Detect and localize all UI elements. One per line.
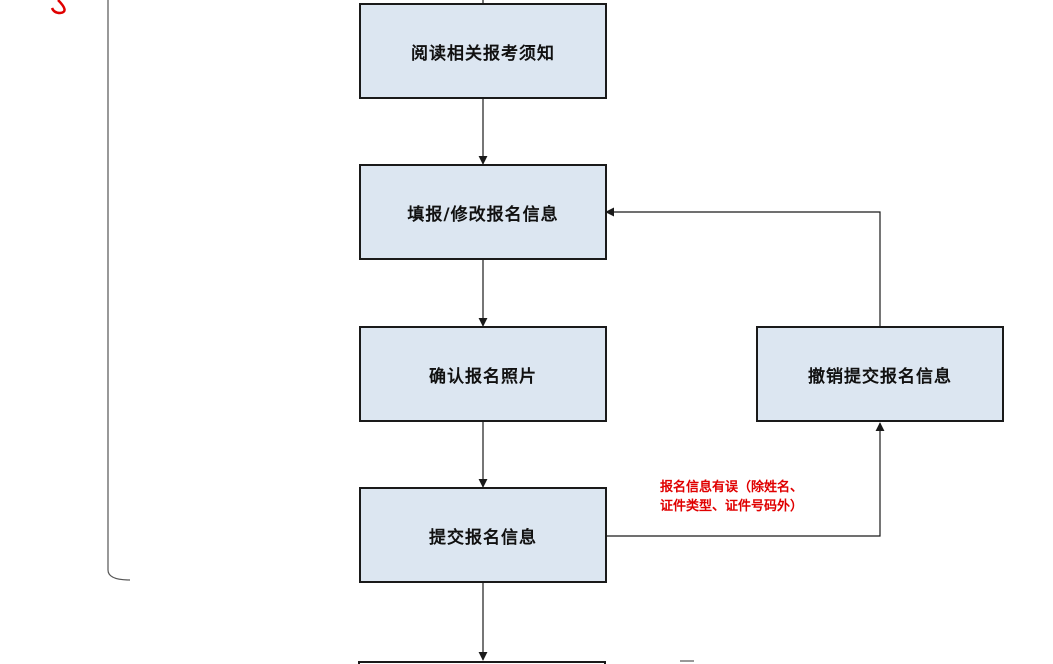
step-revoke-label: 撤销提交报名信息 xyxy=(808,366,952,387)
step-revoke: 撤销提交报名信息 xyxy=(756,326,1004,422)
error-annotation-line2: 证件类型、证件号码外） xyxy=(660,499,804,514)
error-annotation-line1: 报名信息有误（除姓名、 xyxy=(660,480,804,495)
step-fill-modify: 填报/修改报名信息 xyxy=(359,164,607,260)
step-confirm-photo-label: 确认报名照片 xyxy=(429,366,537,387)
left-bracket xyxy=(107,0,131,581)
step-submit-label: 提交报名信息 xyxy=(429,527,537,548)
error-annotation: 报名信息有误（除姓名、 证件类型、证件号码外） xyxy=(660,478,803,516)
arrow-submit-to-revoke xyxy=(605,422,885,537)
red-marker-fragment xyxy=(50,0,66,15)
arrow-revoke-to-fill xyxy=(605,207,881,326)
step-fill-modify-label: 填报/修改报名信息 xyxy=(407,204,559,225)
step-submit: 提交报名信息 xyxy=(359,487,607,583)
step-read-notice: 阅读相关报考须知 xyxy=(359,3,607,99)
step-read-notice-label: 阅读相关报考须知 xyxy=(411,43,555,64)
step-confirm-photo: 确认报名照片 xyxy=(359,326,607,422)
